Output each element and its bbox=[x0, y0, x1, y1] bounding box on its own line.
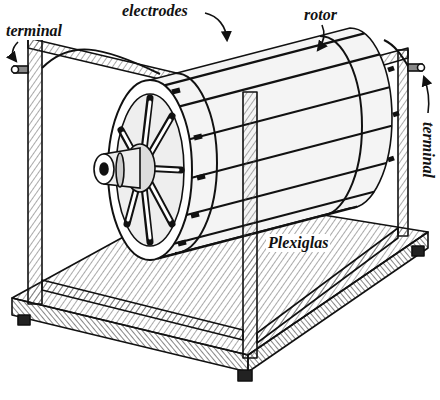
part-label: terminal bbox=[419, 120, 437, 180]
part-label: terminal bbox=[4, 22, 64, 40]
part-label: rotor bbox=[302, 6, 339, 24]
terminals-and-wires bbox=[12, 40, 425, 74]
part-label: electrodes bbox=[120, 2, 190, 20]
leader-lines bbox=[13, 13, 429, 113]
frame-front bbox=[28, 38, 257, 358]
part-label: Plexiglas bbox=[266, 234, 330, 252]
